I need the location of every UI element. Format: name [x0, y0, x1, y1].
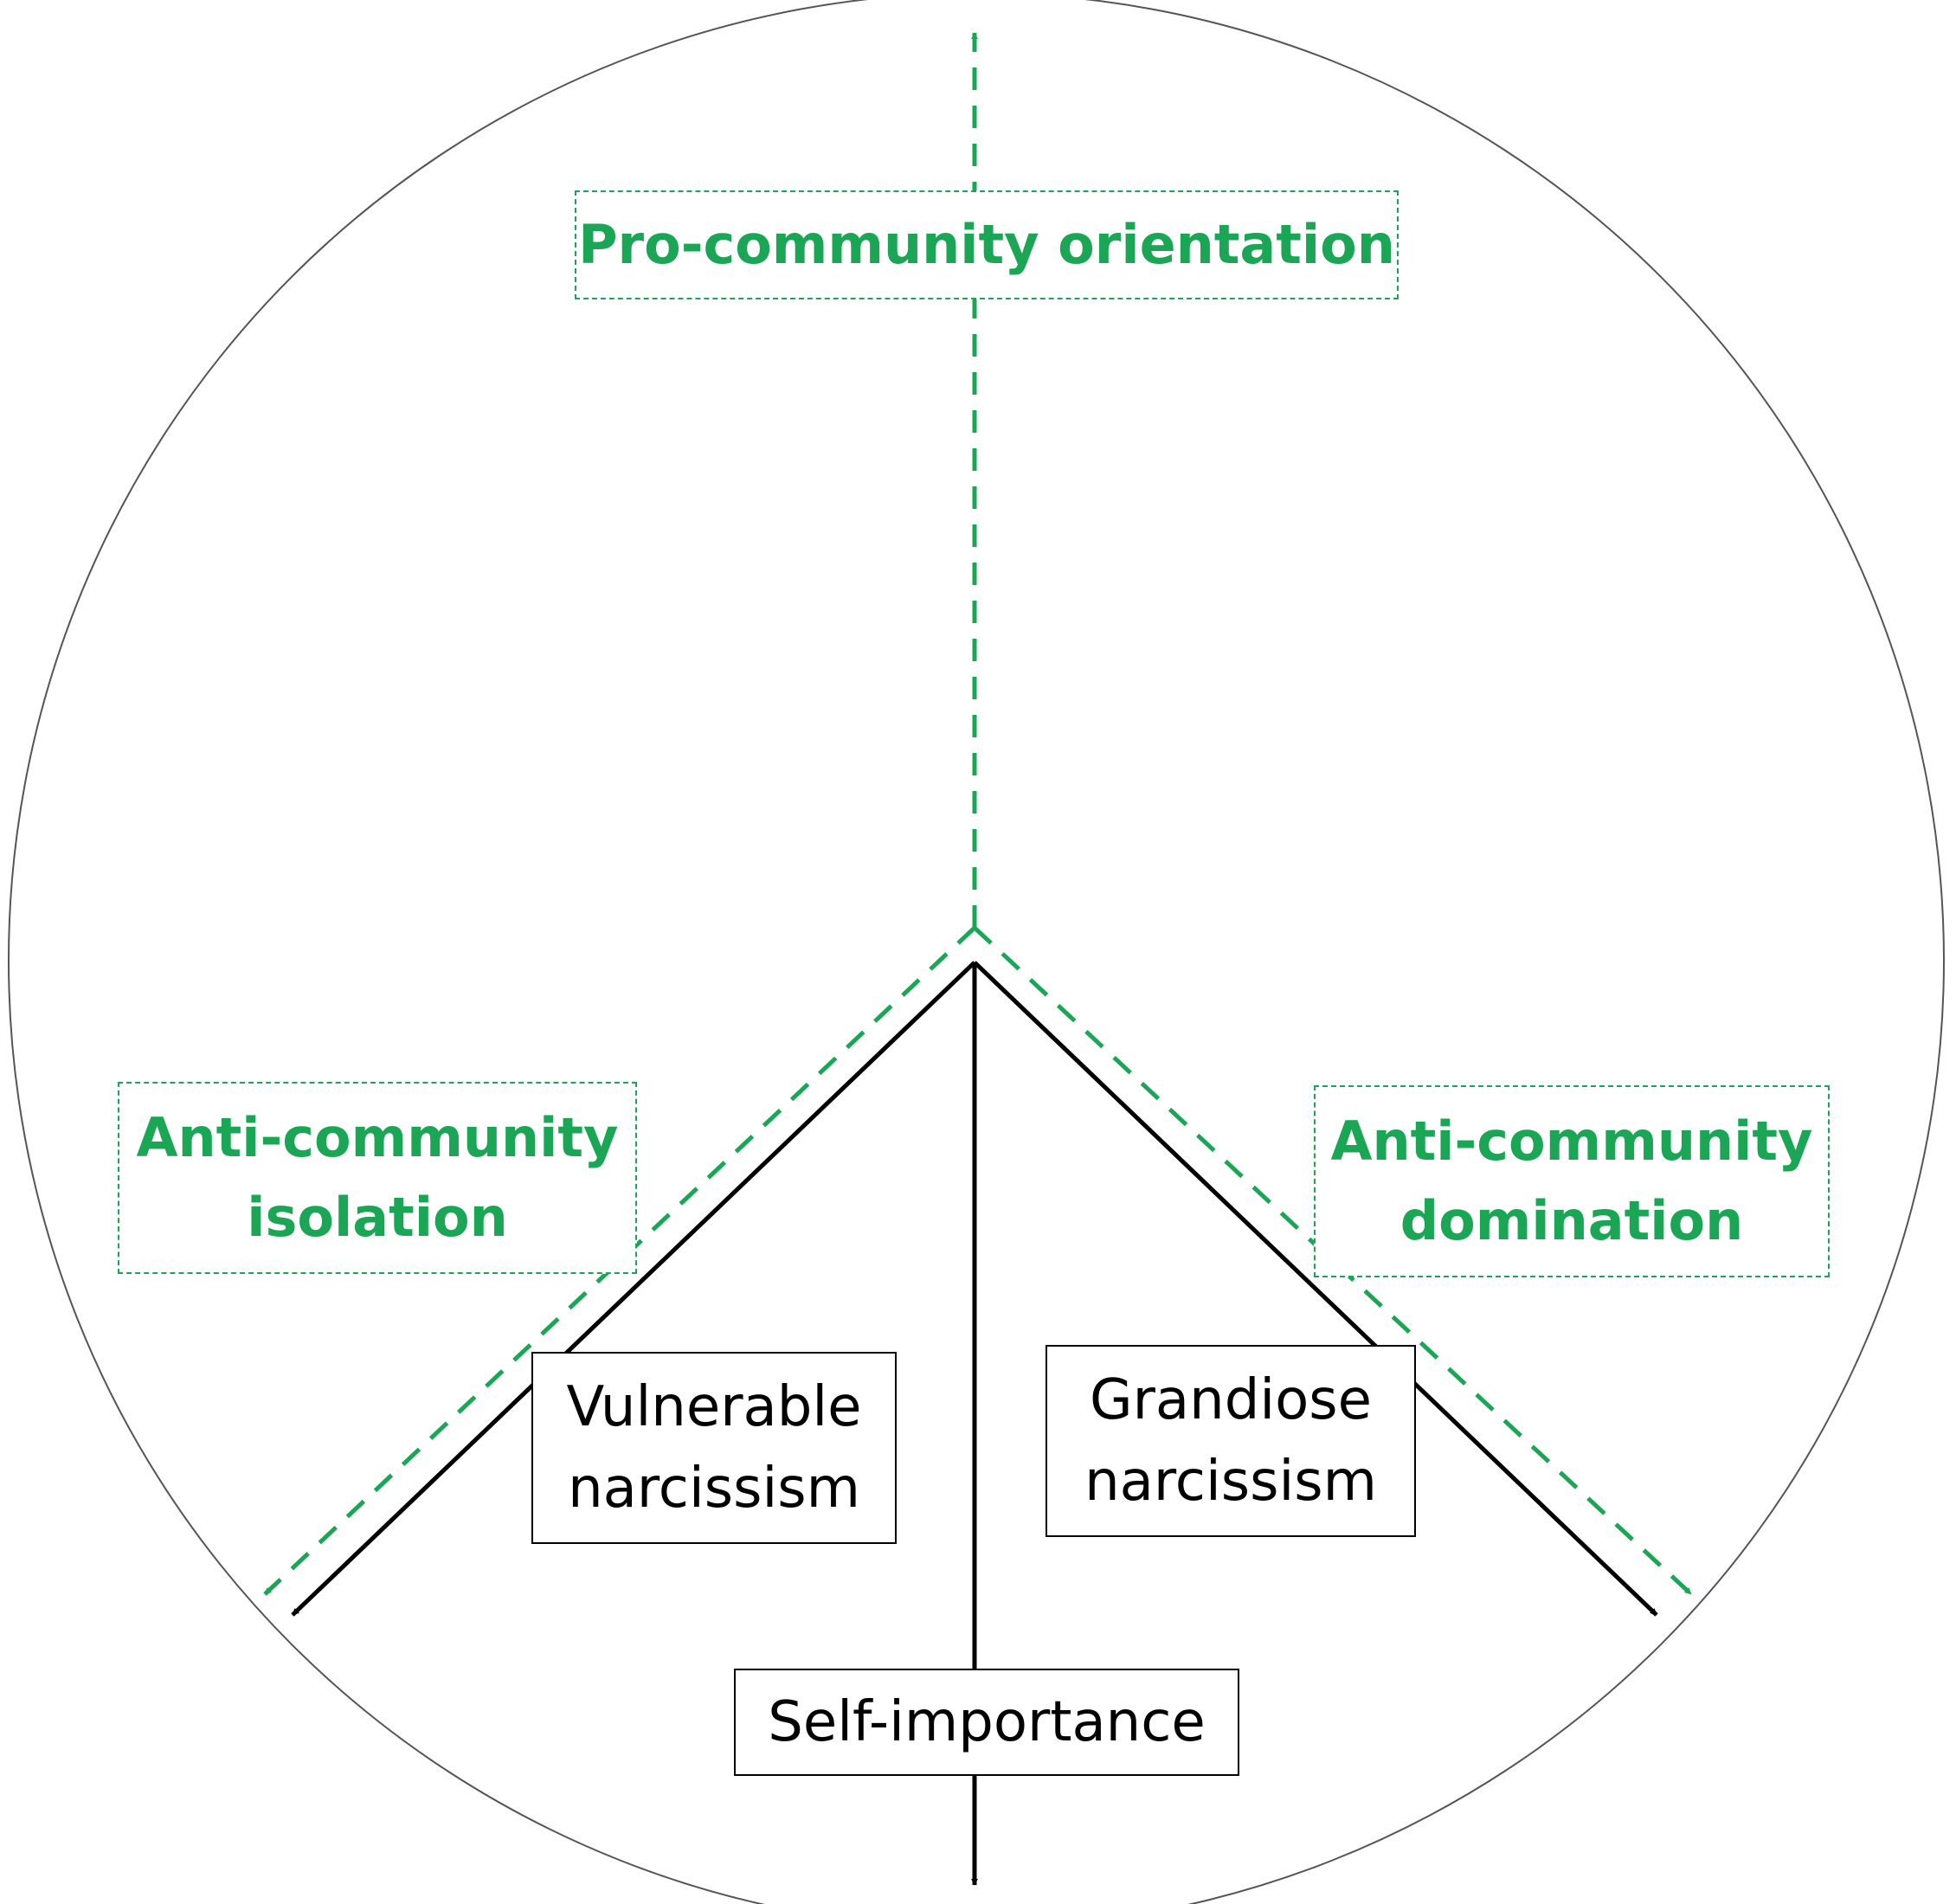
grandiose-text-line-1: Grandiose [1090, 1368, 1372, 1432]
green-axes [263, 32, 1693, 1596]
pro-community-label: Pro-community orientation [575, 190, 1399, 299]
self-importance-label: Self-importance [734, 1669, 1239, 1776]
vulnerable-text-line-2: narcissism [568, 1457, 860, 1521]
anti-community-isolation-label: Anti-community isolation [118, 1082, 637, 1274]
anti-community-domination-label: Anti-community domination [1314, 1085, 1830, 1277]
outer-circle [8, 0, 1945, 1904]
self-importance-text: Self-importance [768, 1690, 1206, 1754]
vulnerable-text-line-1: Vulnerable [566, 1375, 862, 1439]
domination-text-line-1: Anti-community [1330, 1110, 1813, 1173]
grandiose-narcissism-label: Grandiose narcissism [1046, 1345, 1416, 1537]
isolation-text-line-1: Anti-community [136, 1106, 619, 1169]
vulnerable-axis [291, 961, 976, 1617]
vulnerable-narcissism-label: Vulnerable narcissism [531, 1352, 897, 1544]
anti-domination-axis [973, 926, 1693, 1596]
anti-isolation-axis [263, 926, 976, 1596]
grandiose-axis [973, 961, 1658, 1617]
grandiose-text-line-2: narcissism [1084, 1450, 1377, 1514]
pro-community-text: Pro-community orientation [578, 213, 1395, 276]
isolation-text-line-2: isolation [247, 1186, 508, 1249]
domination-text-line-2: domination [1399, 1189, 1744, 1252]
